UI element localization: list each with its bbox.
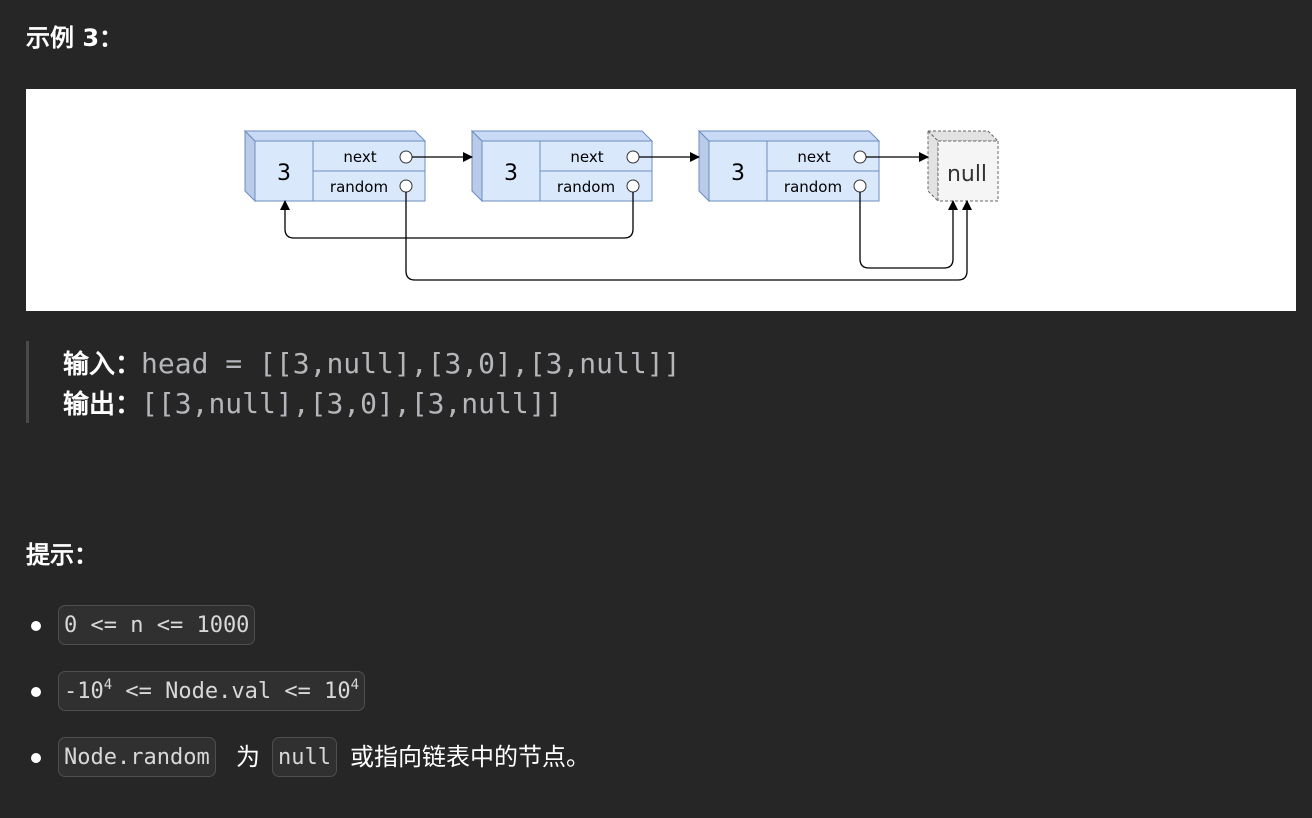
example-io-block: 输入：head = [[3,null],[3,0],[3,null]] 输出：[… <box>26 341 929 423</box>
hint-item-3: Node.random 为 null 或指向链表中的节点。 <box>26 737 1026 781</box>
hint-item-2: -104 <= Node.val <= 104 <box>26 671 1026 715</box>
node-1-next-port <box>399 150 413 164</box>
linked-list-diagram: 3 next random 3 next random 3 <box>243 129 1000 281</box>
hint-3-text-1: 为 <box>236 743 260 771</box>
node-1-value: 3 <box>277 161 291 186</box>
hint-2-part-2: <= Node.val <= 10 <box>112 679 351 704</box>
node-3-next-port <box>853 150 867 164</box>
node-3-random-label: random <box>784 178 842 196</box>
output-line: 输出：[[3,null],[3,0],[3,null]] <box>63 384 562 421</box>
node-2-next-port <box>626 150 640 164</box>
random-arrow-node3-to-null <box>859 192 958 269</box>
list-node-3: 3 next random <box>697 129 881 203</box>
bullet-icon <box>31 753 41 763</box>
hint-1-code: 0 <= n <= 1000 <box>58 605 256 645</box>
node-1-random-port <box>399 179 413 193</box>
hint-2-exponent-2: 4 <box>350 677 360 693</box>
node-3-value: 3 <box>731 161 745 186</box>
hint-3-text-2: 或指向链表中的节点。 <box>350 743 590 771</box>
hint-3-code-2: null <box>272 737 337 777</box>
node-1-random-label: random <box>330 178 388 196</box>
linked-list-figure: 3 next random 3 next random 3 <box>26 89 1296 311</box>
hint-2-code: -104 <= Node.val <= 104 <box>58 671 366 711</box>
random-arrow-node2-to-node1 <box>280 192 634 239</box>
hint-3-code-1: Node.random <box>58 737 216 777</box>
node-2-value: 3 <box>504 161 518 186</box>
input-value: head = [[3,null],[3,0],[3,null]] <box>141 347 681 380</box>
hint-2-part-1: -10 <box>64 679 104 704</box>
null-label: null <box>947 162 987 187</box>
hint-item-1: 0 <= n <= 1000 <box>26 605 1026 649</box>
bullet-icon <box>31 621 41 631</box>
output-value: [[3,null],[3,0],[3,null]] <box>141 387 563 420</box>
node-1-next-label: next <box>343 148 376 166</box>
hint-2-exponent-1: 4 <box>103 677 113 693</box>
random-arrow-node1-to-null <box>405 192 972 281</box>
input-label: 输入： <box>63 350 142 380</box>
node-2-random-port <box>626 179 640 193</box>
bullet-icon <box>31 687 41 697</box>
node-2-random-label: random <box>557 178 615 196</box>
example-title: 示例 3： <box>26 24 124 52</box>
node-3-random-port <box>853 179 867 193</box>
input-line: 输入：head = [[3,null],[3,0],[3,null]] <box>63 344 680 381</box>
list-node-1: 3 next random <box>243 129 427 203</box>
node-2-next-label: next <box>570 148 603 166</box>
null-node: null <box>926 129 1000 203</box>
node-3-next-label: next <box>797 148 830 166</box>
output-label: 输出： <box>63 390 142 420</box>
hints-title: 提示： <box>26 541 98 569</box>
list-node-2: 3 next random <box>470 129 654 203</box>
